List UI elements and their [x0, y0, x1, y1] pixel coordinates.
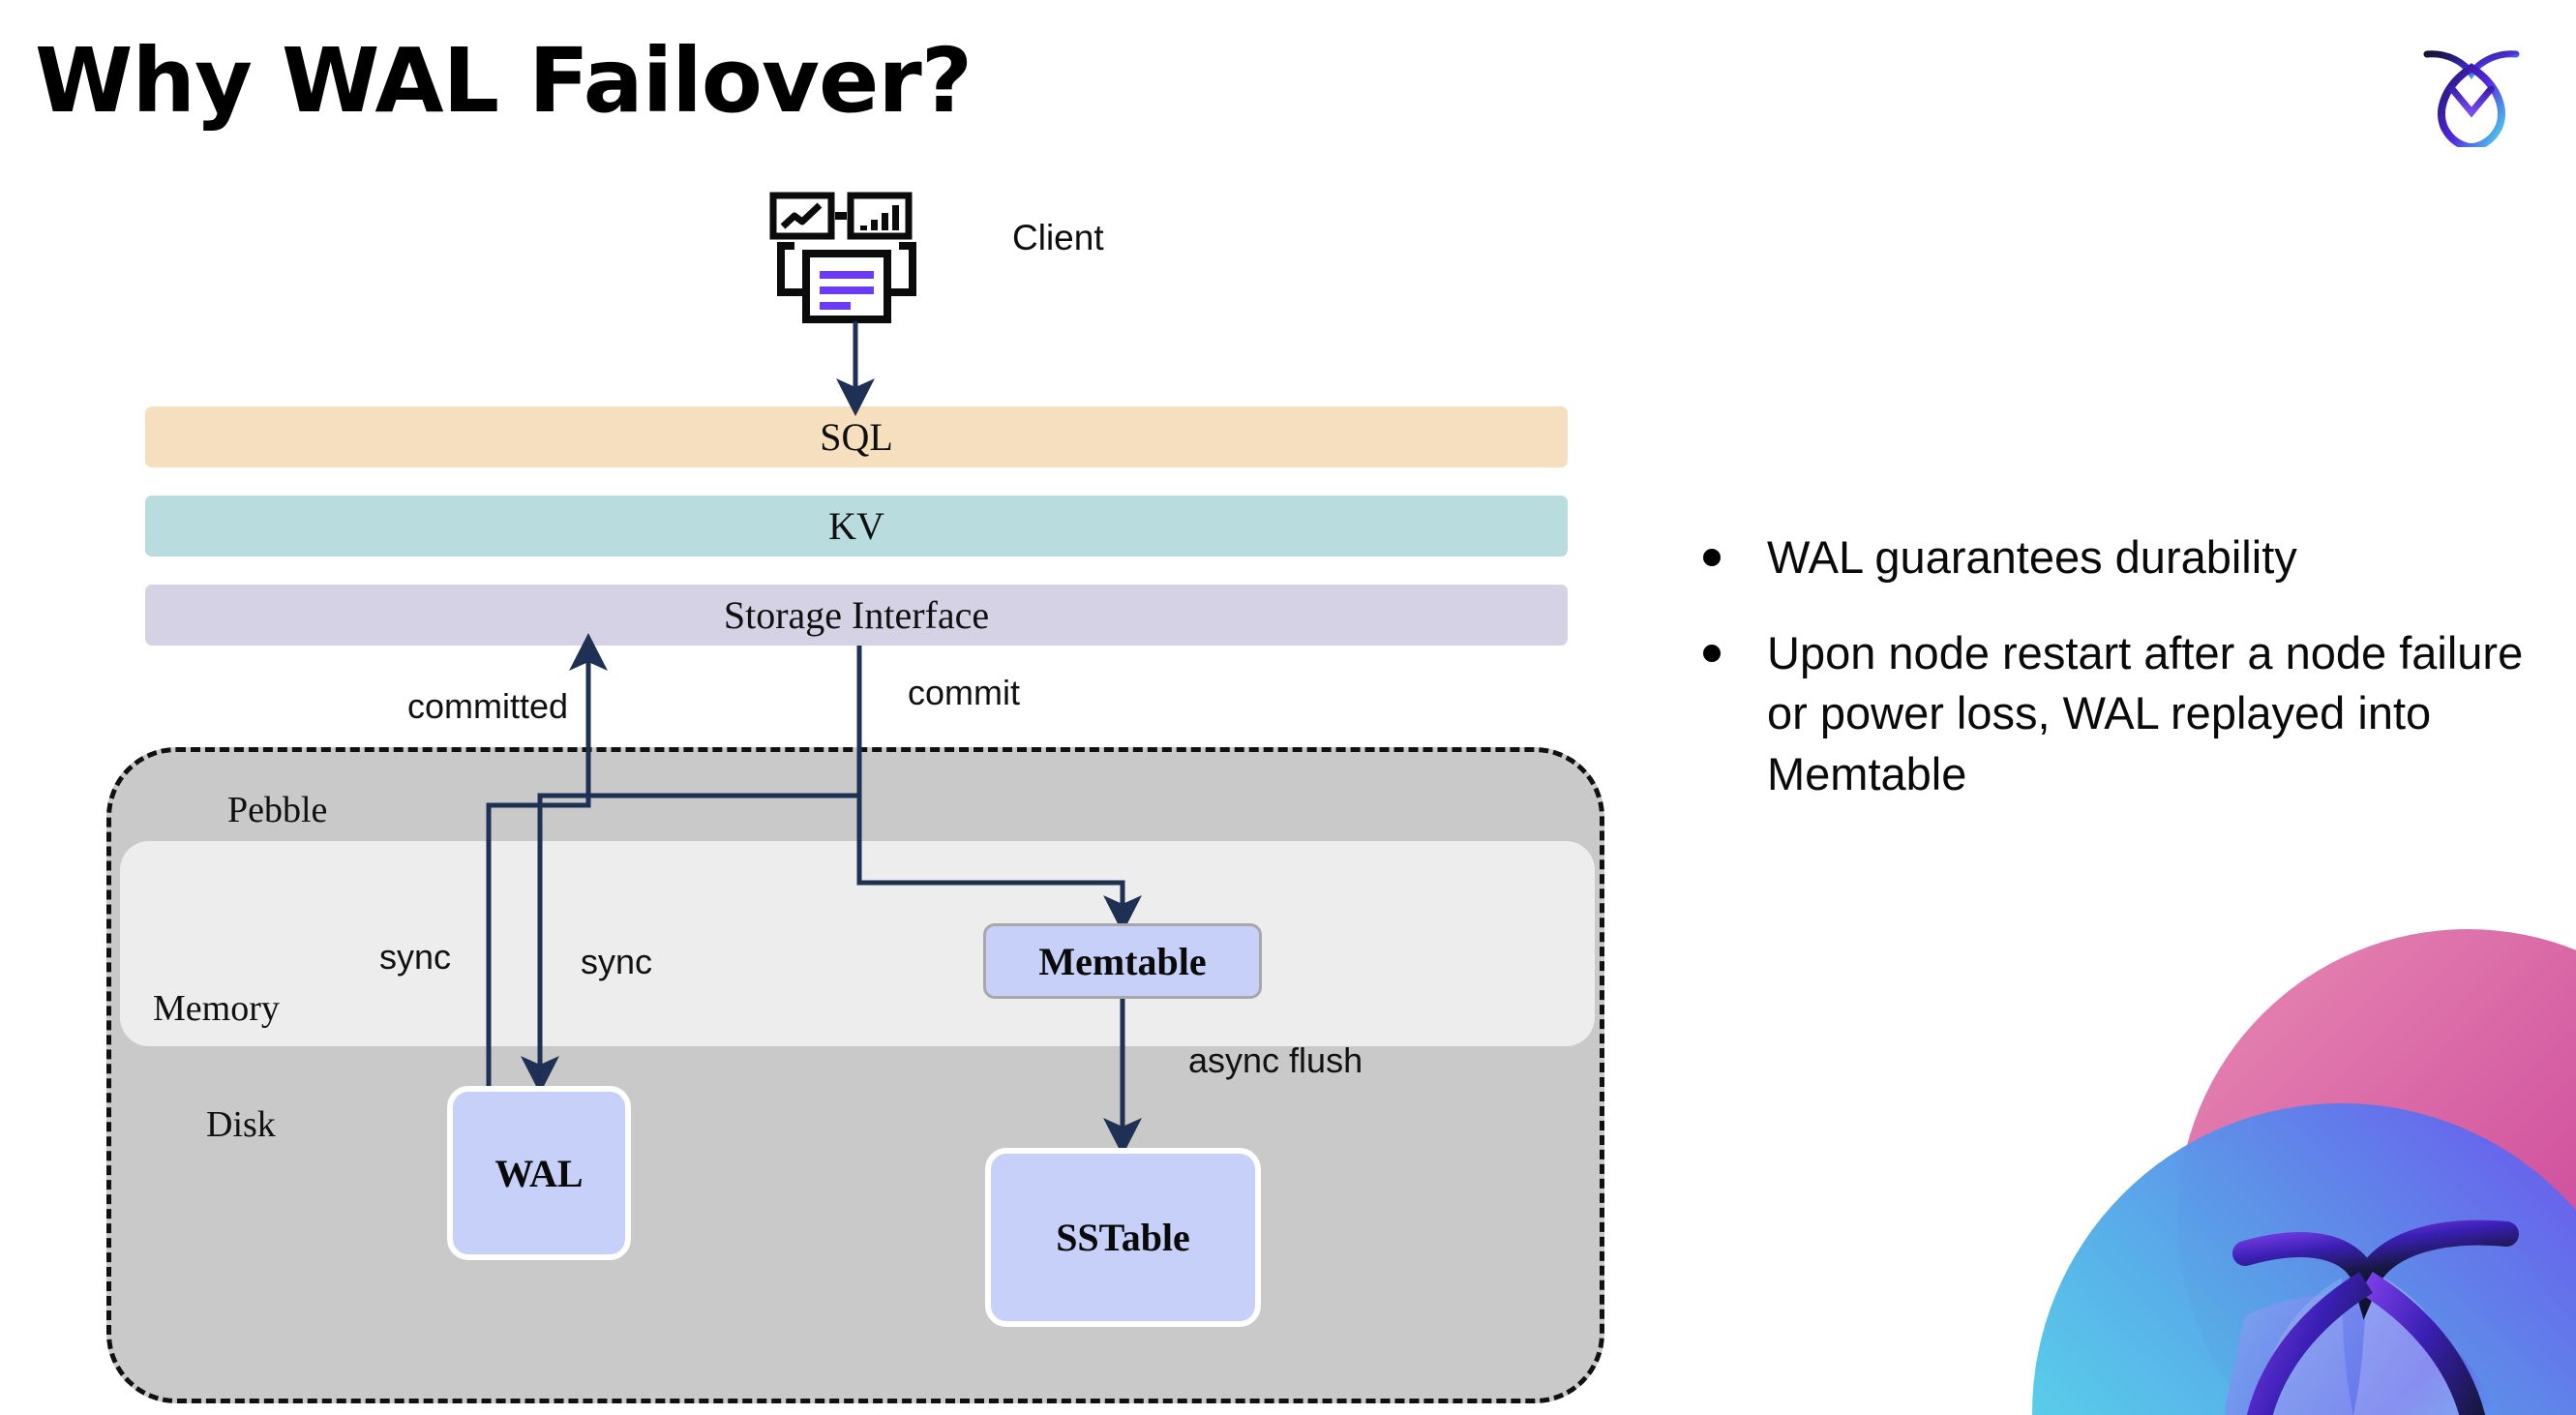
pebble-label: Pebble	[227, 790, 328, 830]
bullet-dot-icon	[1703, 644, 1721, 662]
bullet-list: WAL guarantees durability Upon node rest…	[1703, 527, 2555, 839]
layer-bar-kv-label: KV	[828, 504, 884, 548]
cockroachdb-decorative-mark-icon	[1926, 900, 2576, 1415]
memory-label: Memory	[153, 988, 280, 1029]
layer-bar-sql-label: SQL	[820, 415, 893, 459]
layer-bar-storage-interface: Storage Interface	[145, 585, 1568, 646]
bullet-dot-icon	[1703, 549, 1721, 566]
edge-label-sync-right: sync	[581, 942, 653, 981]
node-memtable-label: Memtable	[1038, 939, 1207, 983]
memory-region	[120, 841, 1595, 1046]
cockroachdb-logo-icon	[2413, 31, 2530, 152]
page-title: Why WAL Failover?	[35, 29, 973, 133]
node-wal-label: WAL	[494, 1151, 584, 1195]
node-sstable-label: SSTable	[1056, 1216, 1190, 1259]
layer-bar-storage-interface-label: Storage Interface	[723, 593, 990, 637]
node-wal: WAL	[447, 1086, 631, 1260]
edge-label-sync-left: sync	[379, 937, 452, 977]
edge-label-async-flush: async flush	[1188, 1040, 1363, 1080]
disk-label: Disk	[206, 1104, 276, 1145]
node-sstable: SSTable	[985, 1148, 1261, 1327]
list-item: WAL guarantees durability	[1703, 527, 2555, 588]
node-memtable: Memtable	[983, 923, 1262, 999]
edge-label-committed: committed	[407, 686, 569, 726]
bullet-text: WAL guarantees durability	[1767, 531, 2297, 583]
client-dashboard-icon	[769, 192, 924, 337]
layer-bar-kv: KV	[145, 496, 1568, 557]
list-item: Upon node restart after a node failure o…	[1703, 623, 2555, 805]
layer-bar-sql: SQL	[145, 406, 1568, 467]
bullet-text: Upon node restart after a node failure o…	[1767, 626, 2524, 799]
edge-label-commit: commit	[908, 673, 1020, 712]
client-label: Client	[1012, 218, 1104, 257]
